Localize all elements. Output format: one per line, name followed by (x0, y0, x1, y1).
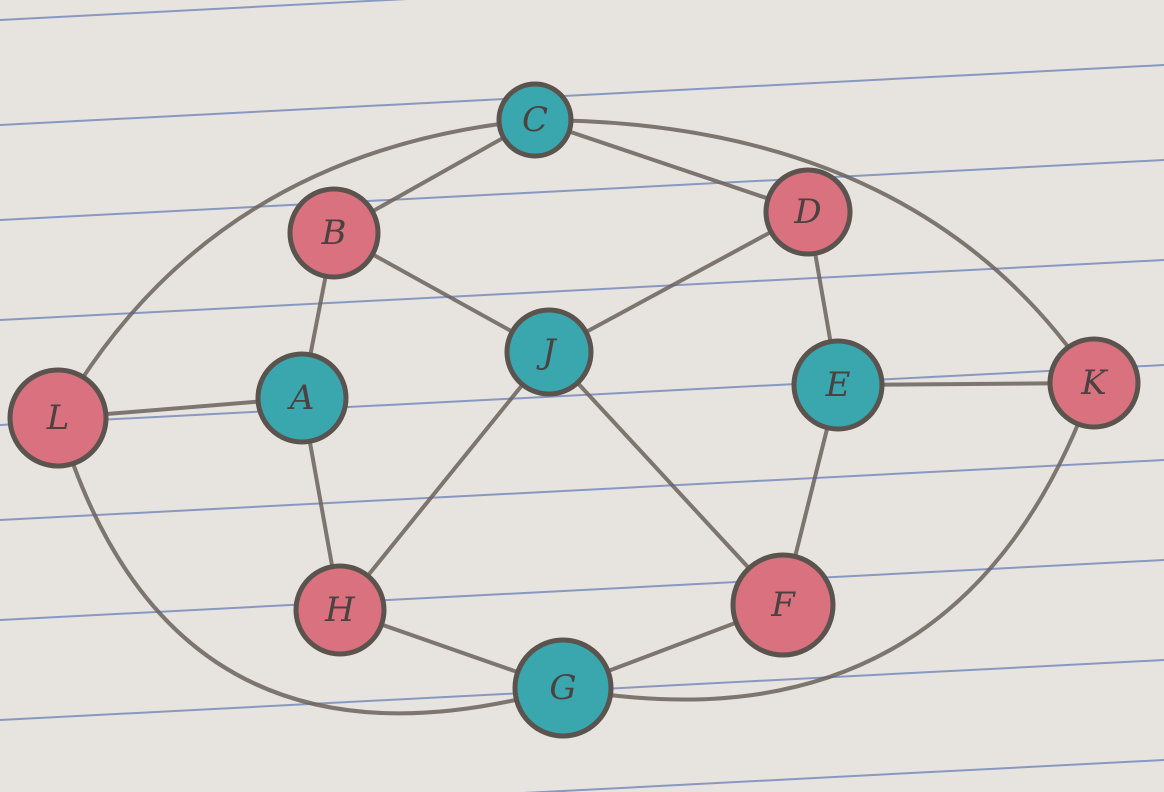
node-e-label: E (825, 365, 851, 405)
node-g-label: G (549, 668, 576, 708)
node-k-label: K (1080, 363, 1109, 403)
ruled-line (0, 159, 1164, 221)
graph-nodes: C B D J L A E K H F G (7, 81, 1141, 739)
node-c-circle (496, 81, 574, 159)
node-c: C (496, 81, 574, 159)
edge-j-h (338, 350, 551, 612)
node-b-circle (287, 186, 381, 280)
edge-l-g (56, 416, 565, 716)
node-d-circle (763, 167, 853, 257)
node-b-label: B (321, 213, 347, 253)
ruled-line (0, 364, 1164, 426)
node-h-circle (293, 563, 387, 657)
node-j-label: J (536, 332, 558, 372)
node-l-circle (7, 367, 109, 469)
node-k: K (1047, 336, 1141, 430)
ruled-line (0, 64, 1164, 126)
node-a-label: A (287, 378, 315, 418)
node-e-circle (791, 338, 885, 432)
edge-c-k (533, 118, 1096, 385)
node-k-circle (1047, 336, 1141, 430)
node-g-circle (512, 637, 614, 739)
node-a-circle (255, 351, 349, 445)
node-f: F (730, 552, 836, 658)
ruled-line (523, 759, 1164, 792)
ruled-line (0, 459, 1164, 521)
node-g: G (512, 637, 614, 739)
node-l-label: L (46, 398, 70, 438)
node-h-label: H (324, 590, 356, 630)
edge-j-f (547, 350, 785, 607)
edge-k-g (561, 381, 1096, 702)
node-f-circle (730, 552, 836, 658)
ruled-line (0, 259, 1164, 321)
node-c-label: C (522, 100, 548, 140)
edge-c-l (56, 118, 537, 420)
node-d-label: D (793, 192, 821, 232)
edge-c-d (533, 118, 810, 214)
node-h: H (293, 563, 387, 657)
node-b: B (287, 186, 381, 280)
node-f-label: F (770, 585, 796, 625)
node-a: A (255, 351, 349, 445)
node-j: J (504, 307, 594, 397)
node-l: L (7, 367, 109, 469)
ruled-line (0, 559, 1164, 621)
node-d: D (763, 167, 853, 257)
node-j-circle (504, 307, 594, 397)
ruled-line (0, 0, 408, 21)
node-e: E (791, 338, 885, 432)
edge-d-j (547, 210, 810, 354)
